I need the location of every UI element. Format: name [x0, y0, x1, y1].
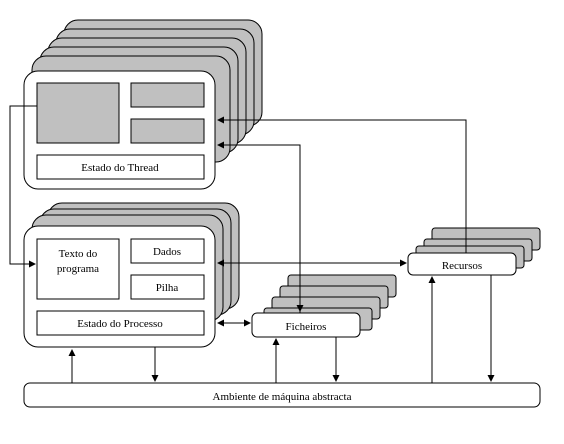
data-box: [130, 238, 205, 264]
thread-to-files-arrow: [224, 144, 304, 312]
process-state-label: Estado do Processo: [77, 318, 163, 330]
resources-box: [407, 252, 517, 276]
files-label: Ficheiros: [286, 321, 327, 333]
thread-to-program-arrow: [9, 105, 37, 268]
files-box: [251, 312, 361, 338]
program-text-label-line1: Texto do: [59, 248, 98, 260]
stack-box: [130, 274, 205, 300]
process-box: Texto do programa Dados Pilha Estado do …: [23, 225, 216, 348]
process-state-box: [36, 310, 205, 336]
resources-to-thread-arrow: [217, 116, 467, 253]
resources-label: Recursos: [442, 260, 482, 272]
ambient-bar: [23, 382, 541, 408]
thread-small-block-bottom: [130, 118, 205, 144]
program-text-label-line2: programa: [57, 263, 99, 275]
program-text-box: [36, 238, 120, 300]
thread-state-box: [36, 154, 205, 180]
thread-large-block: [36, 82, 120, 144]
thread-box: Estado do Thread: [23, 70, 216, 190]
stack-label: Pilha: [156, 282, 179, 294]
thread-state-label: Estado do Thread: [81, 162, 159, 174]
data-label: Dados: [153, 246, 181, 258]
connectors: [9, 105, 495, 383]
ambient-label: Ambiente de máquina abstracta: [213, 391, 352, 403]
thread-small-block-top: [130, 82, 205, 108]
